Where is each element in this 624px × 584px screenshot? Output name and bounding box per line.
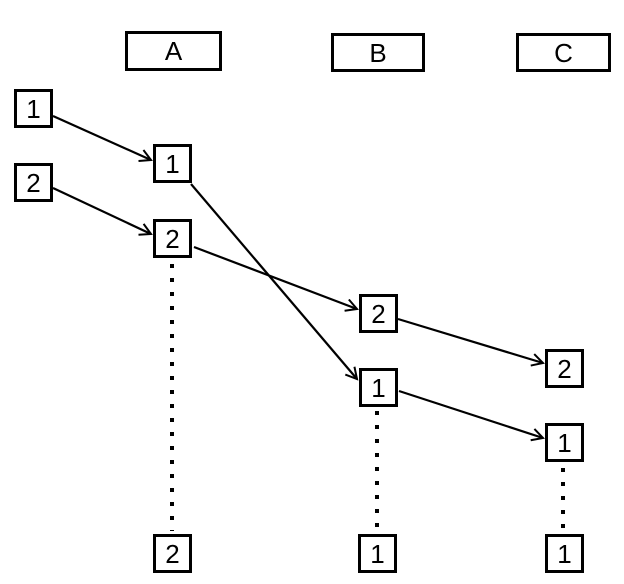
node-b-end: 1	[358, 534, 397, 573]
edge-a2-to-b2	[193, 245, 359, 312]
column-header-b: B	[331, 33, 425, 72]
node-c-1: 1	[545, 423, 584, 462]
column-label: C	[554, 37, 573, 68]
node-a-1: 1	[153, 144, 192, 183]
node-label: 1	[165, 148, 180, 179]
node-label: 2	[371, 298, 386, 329]
node-c-2: 2	[545, 349, 584, 388]
column-label: B	[369, 37, 387, 68]
node-label: 1	[557, 538, 572, 569]
column-header-c: C	[516, 33, 611, 72]
column-header-a: A	[125, 31, 222, 71]
node-label: 2	[26, 167, 41, 198]
edge-source1-to-a1	[52, 114, 153, 162]
node-b-2: 2	[359, 294, 398, 333]
node-label: 1	[371, 372, 386, 403]
node-c-end: 1	[545, 534, 584, 573]
node-label: 2	[557, 353, 572, 384]
node-source-2: 2	[14, 163, 53, 202]
edge-b2-to-c2	[397, 317, 545, 367]
edge-a1-to-b1	[190, 183, 359, 381]
edge-b1-to-c1	[398, 389, 545, 442]
node-label: 2	[165, 538, 180, 569]
node-label: 1	[370, 538, 385, 569]
node-b-1: 1	[359, 368, 398, 407]
node-a-end: 2	[153, 534, 192, 573]
column-label: A	[164, 36, 183, 66]
node-label: 1	[557, 427, 572, 458]
node-a-2: 2	[153, 219, 192, 258]
node-label: 1	[26, 93, 41, 124]
node-source-1: 1	[14, 89, 53, 128]
edge-source2-to-a2	[52, 187, 153, 236]
node-label: 2	[165, 223, 180, 254]
